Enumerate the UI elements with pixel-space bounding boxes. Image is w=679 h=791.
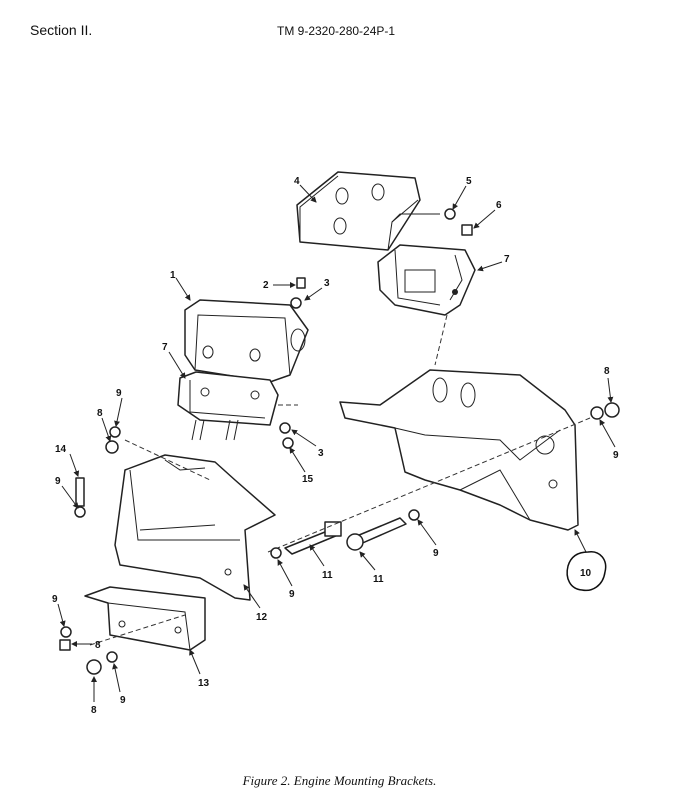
fasteners bbox=[59, 208, 620, 675]
callout-7-upper: 7 bbox=[504, 254, 510, 265]
part-10-frame-bracket bbox=[339, 369, 579, 531]
callout-4: 4 bbox=[294, 176, 300, 187]
callout-2: 2 bbox=[263, 280, 269, 291]
callout-9-right: 9 bbox=[613, 450, 619, 461]
callout-9-plate: 9 bbox=[52, 594, 58, 605]
callout-3-upper: 3 bbox=[324, 278, 330, 289]
callout-11-left: 11 bbox=[322, 570, 333, 581]
figure-caption: Figure 2. Engine Mounting Brackets. bbox=[242, 773, 437, 788]
section-label: Section II. bbox=[30, 22, 93, 38]
callout-10-circle bbox=[566, 551, 607, 592]
callout-15: 15 bbox=[302, 474, 314, 485]
callout-3-lower: 3 bbox=[318, 448, 324, 459]
callout-14: 14 bbox=[55, 444, 67, 455]
part-7-upper-mount bbox=[377, 244, 476, 316]
part-7-lower-mount bbox=[177, 371, 279, 441]
callout-8-plate: 8 bbox=[95, 640, 101, 651]
callout-7-lower: 7 bbox=[162, 342, 168, 353]
callout-11-right: 11 bbox=[373, 574, 384, 585]
part-1-lower-block bbox=[184, 299, 309, 383]
callout-9-upper-left: 9 bbox=[116, 388, 122, 399]
callout-1: 1 bbox=[170, 270, 176, 281]
part-12-lower-bracket bbox=[114, 454, 276, 601]
callout-13: 13 bbox=[198, 678, 210, 689]
part-11-bolts bbox=[284, 517, 407, 555]
callout-6: 6 bbox=[496, 200, 502, 211]
callout-8-bottom: 8 bbox=[91, 705, 97, 716]
part-13-plate bbox=[84, 586, 206, 651]
callout-9-mid: 9 bbox=[289, 589, 295, 600]
tm-number: TM 9-2320-280-24P-1 bbox=[277, 24, 396, 38]
callout-leaders bbox=[57, 184, 616, 702]
callout-9-left: 9 bbox=[55, 476, 61, 487]
callout-labels: 1 2 3 3 4 5 6 7 7 8 8 8 8 9 9 9 9 9 9 9 … bbox=[52, 176, 619, 716]
callout-9-bolt: 9 bbox=[433, 548, 439, 559]
part-4-upper-block bbox=[296, 171, 440, 251]
callout-5: 5 bbox=[466, 176, 472, 187]
callout-9-bottom: 9 bbox=[120, 695, 126, 706]
callout-8-left: 8 bbox=[97, 408, 103, 419]
callout-10: 10 bbox=[580, 568, 592, 579]
callout-12: 12 bbox=[256, 612, 268, 623]
callout-8-right: 8 bbox=[604, 366, 610, 377]
